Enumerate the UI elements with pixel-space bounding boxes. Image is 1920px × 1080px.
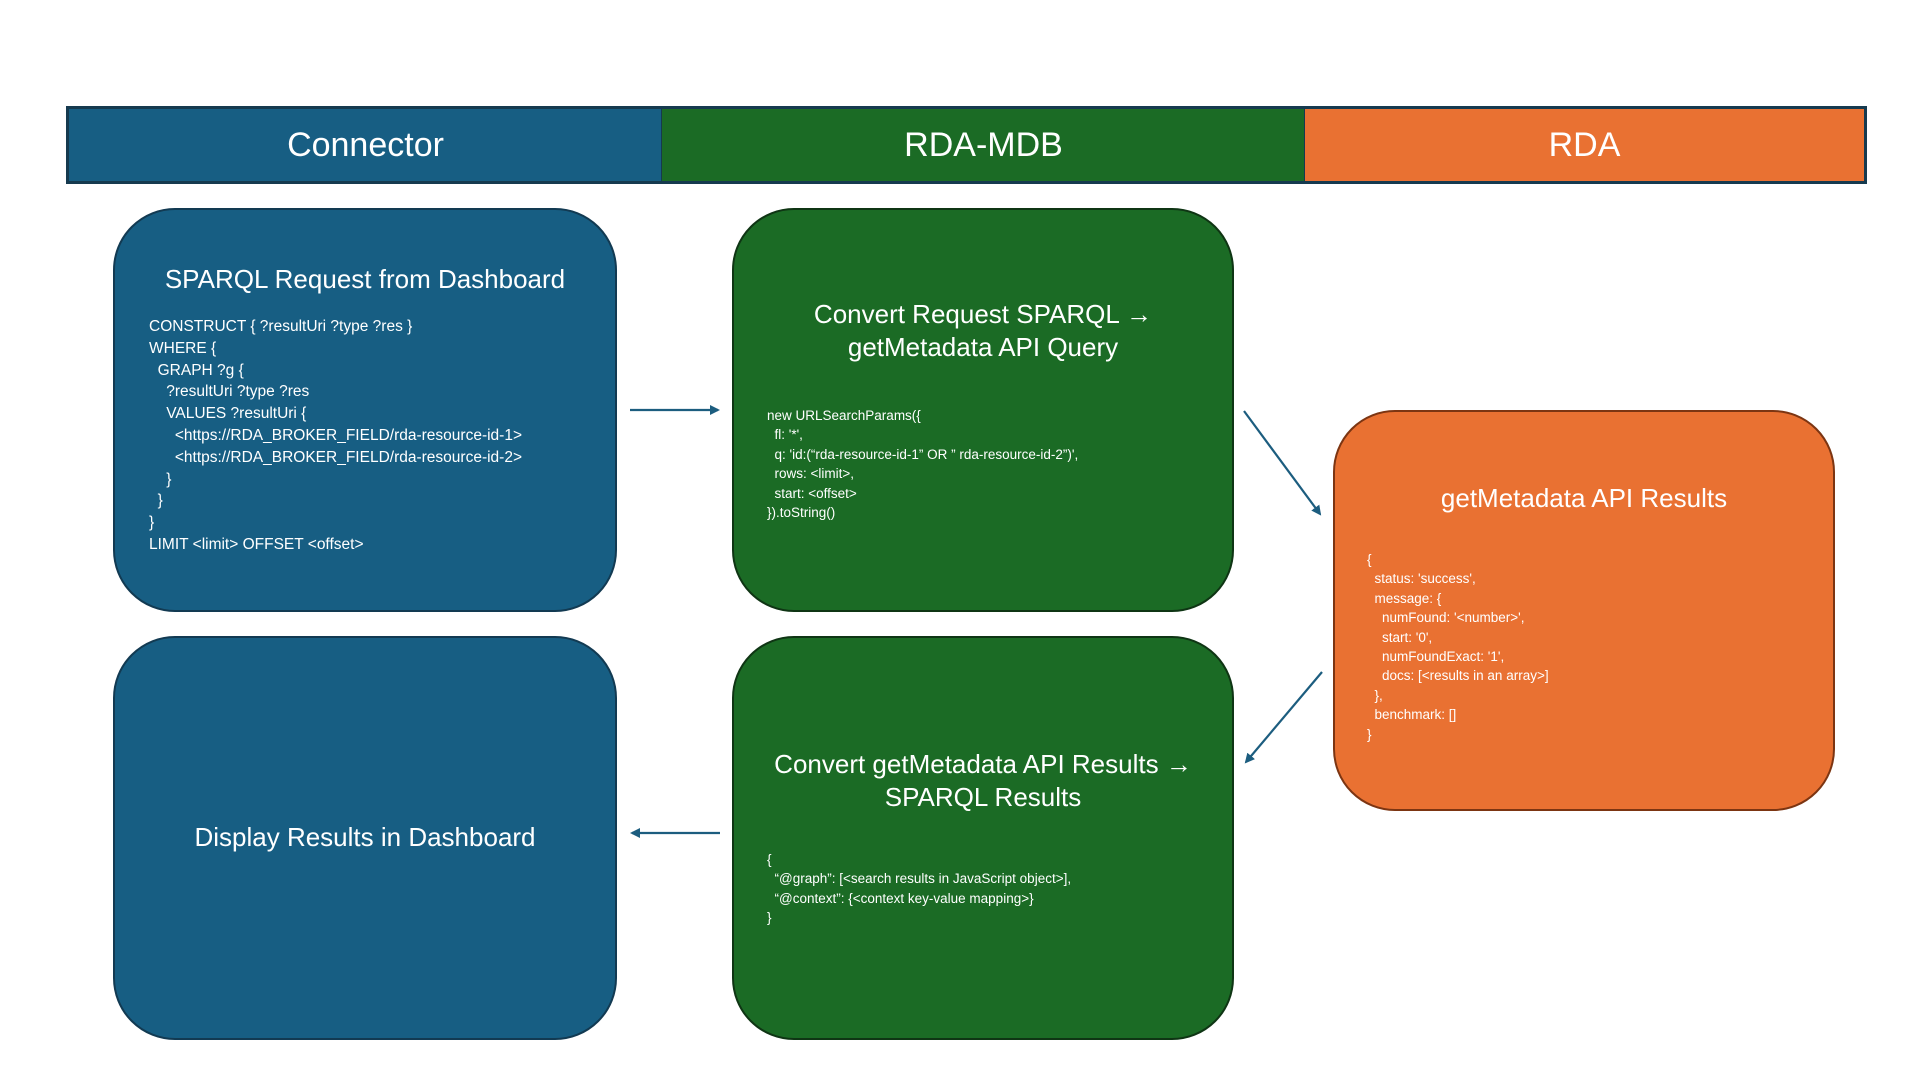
arrow-convert-to-api xyxy=(1243,410,1322,516)
box-sparql-request: SPARQL Request from Dashboard CONSTRUCT … xyxy=(113,208,617,612)
header-rda-label: RDA xyxy=(1548,125,1621,164)
box-api-results-code: { status: 'success', message: { numFound… xyxy=(1367,552,1549,742)
arrow-api-to-convert-results xyxy=(1244,671,1323,764)
header-connector: Connector xyxy=(66,106,663,184)
box-convert-request-title: Convert Request SPARQL → getMetadata API… xyxy=(813,299,1153,362)
header-connector-label: Connector xyxy=(287,125,444,164)
box-convert-request: Convert Request SPARQL → getMetadata API… xyxy=(732,208,1234,612)
header-rda: RDA xyxy=(1304,106,1867,184)
box-sparql-request-title: SPARQL Request from Dashboard xyxy=(164,264,566,294)
header-rda-mdb: RDA-MDB xyxy=(661,106,1306,184)
box-display-results: Display Results in Dashboard xyxy=(113,636,617,1040)
box-api-results: getMetadata API Results { status: 'succe… xyxy=(1333,410,1835,811)
box-convert-request-code: new URLSearchParams({ fl: '*', q: 'id:(“… xyxy=(767,408,1079,521)
header-rda-mdb-label: RDA-MDB xyxy=(904,125,1063,164)
box-convert-results-code: { “@graph”: [<search results in JavaScri… xyxy=(767,852,1072,926)
box-convert-results: Convert getMetadata API Results → SPARQL… xyxy=(732,636,1234,1040)
box-display-results-title: Display Results in Dashboard xyxy=(194,822,536,852)
box-api-results-title: getMetadata API Results xyxy=(1440,483,1728,513)
box-convert-results-title: Convert getMetadata API Results → SPARQL… xyxy=(774,749,1192,812)
box-sparql-request-code: CONSTRUCT { ?resultUri ?type ?res } WHER… xyxy=(149,318,522,553)
